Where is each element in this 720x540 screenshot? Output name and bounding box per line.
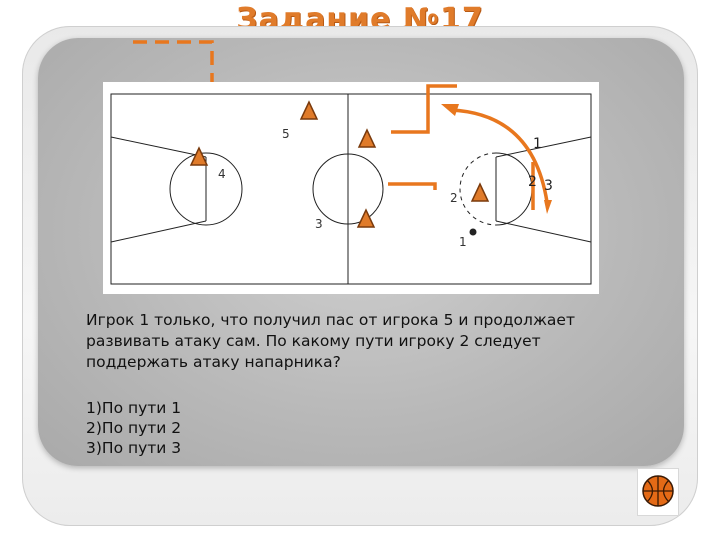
player-label: 1 [459,235,467,249]
player-marker-icon [470,182,490,202]
player-label-group: 5 4 3 2 1 [218,127,467,249]
path-player-2-right [388,182,437,190]
basketball-icon-box [637,468,679,516]
path-label: 3 [544,178,553,194]
answer-option[interactable]: 1)По пути 1 [86,399,182,417]
path-label: 1 [533,136,542,152]
ball-marker-icon [469,228,477,236]
player-marker-icon [189,146,209,166]
path-routes [388,84,549,210]
player-label: 5 [282,127,290,141]
player-marker-icon [357,128,377,148]
path-label: 2 [528,174,537,190]
player-label: 2 [450,191,458,205]
player-marker-icon [356,208,376,228]
center-circle [312,153,384,225]
answer-option[interactable]: 3)По пути 3 [86,439,182,457]
basketball-court: 5 4 3 2 1 1 2 3 [103,82,599,294]
answer-option[interactable]: 2)По пути 2 [86,419,182,437]
arrow-head-icon [441,104,459,116]
court-diagram: 5 4 3 2 1 1 2 3 [110,84,592,285]
basketball-icon [642,475,674,507]
left-free-throw-circle [169,152,243,226]
player-label: 4 [218,167,226,181]
player-markers [189,100,490,228]
answer-list: 1)По пути 1 2)По пути 2 3)По пути 3 [86,398,181,458]
path-player-1-top [391,84,457,134]
court-boundary [110,93,592,285]
arrow-head-icon [544,200,552,214]
path-label-group: 1 2 3 [528,136,553,194]
player-label: 3 [315,217,323,231]
player-marker-icon [299,100,319,120]
path-curve-1 [450,108,549,203]
question-text: Игрок 1 только, что получил пас от игрок… [86,311,575,371]
